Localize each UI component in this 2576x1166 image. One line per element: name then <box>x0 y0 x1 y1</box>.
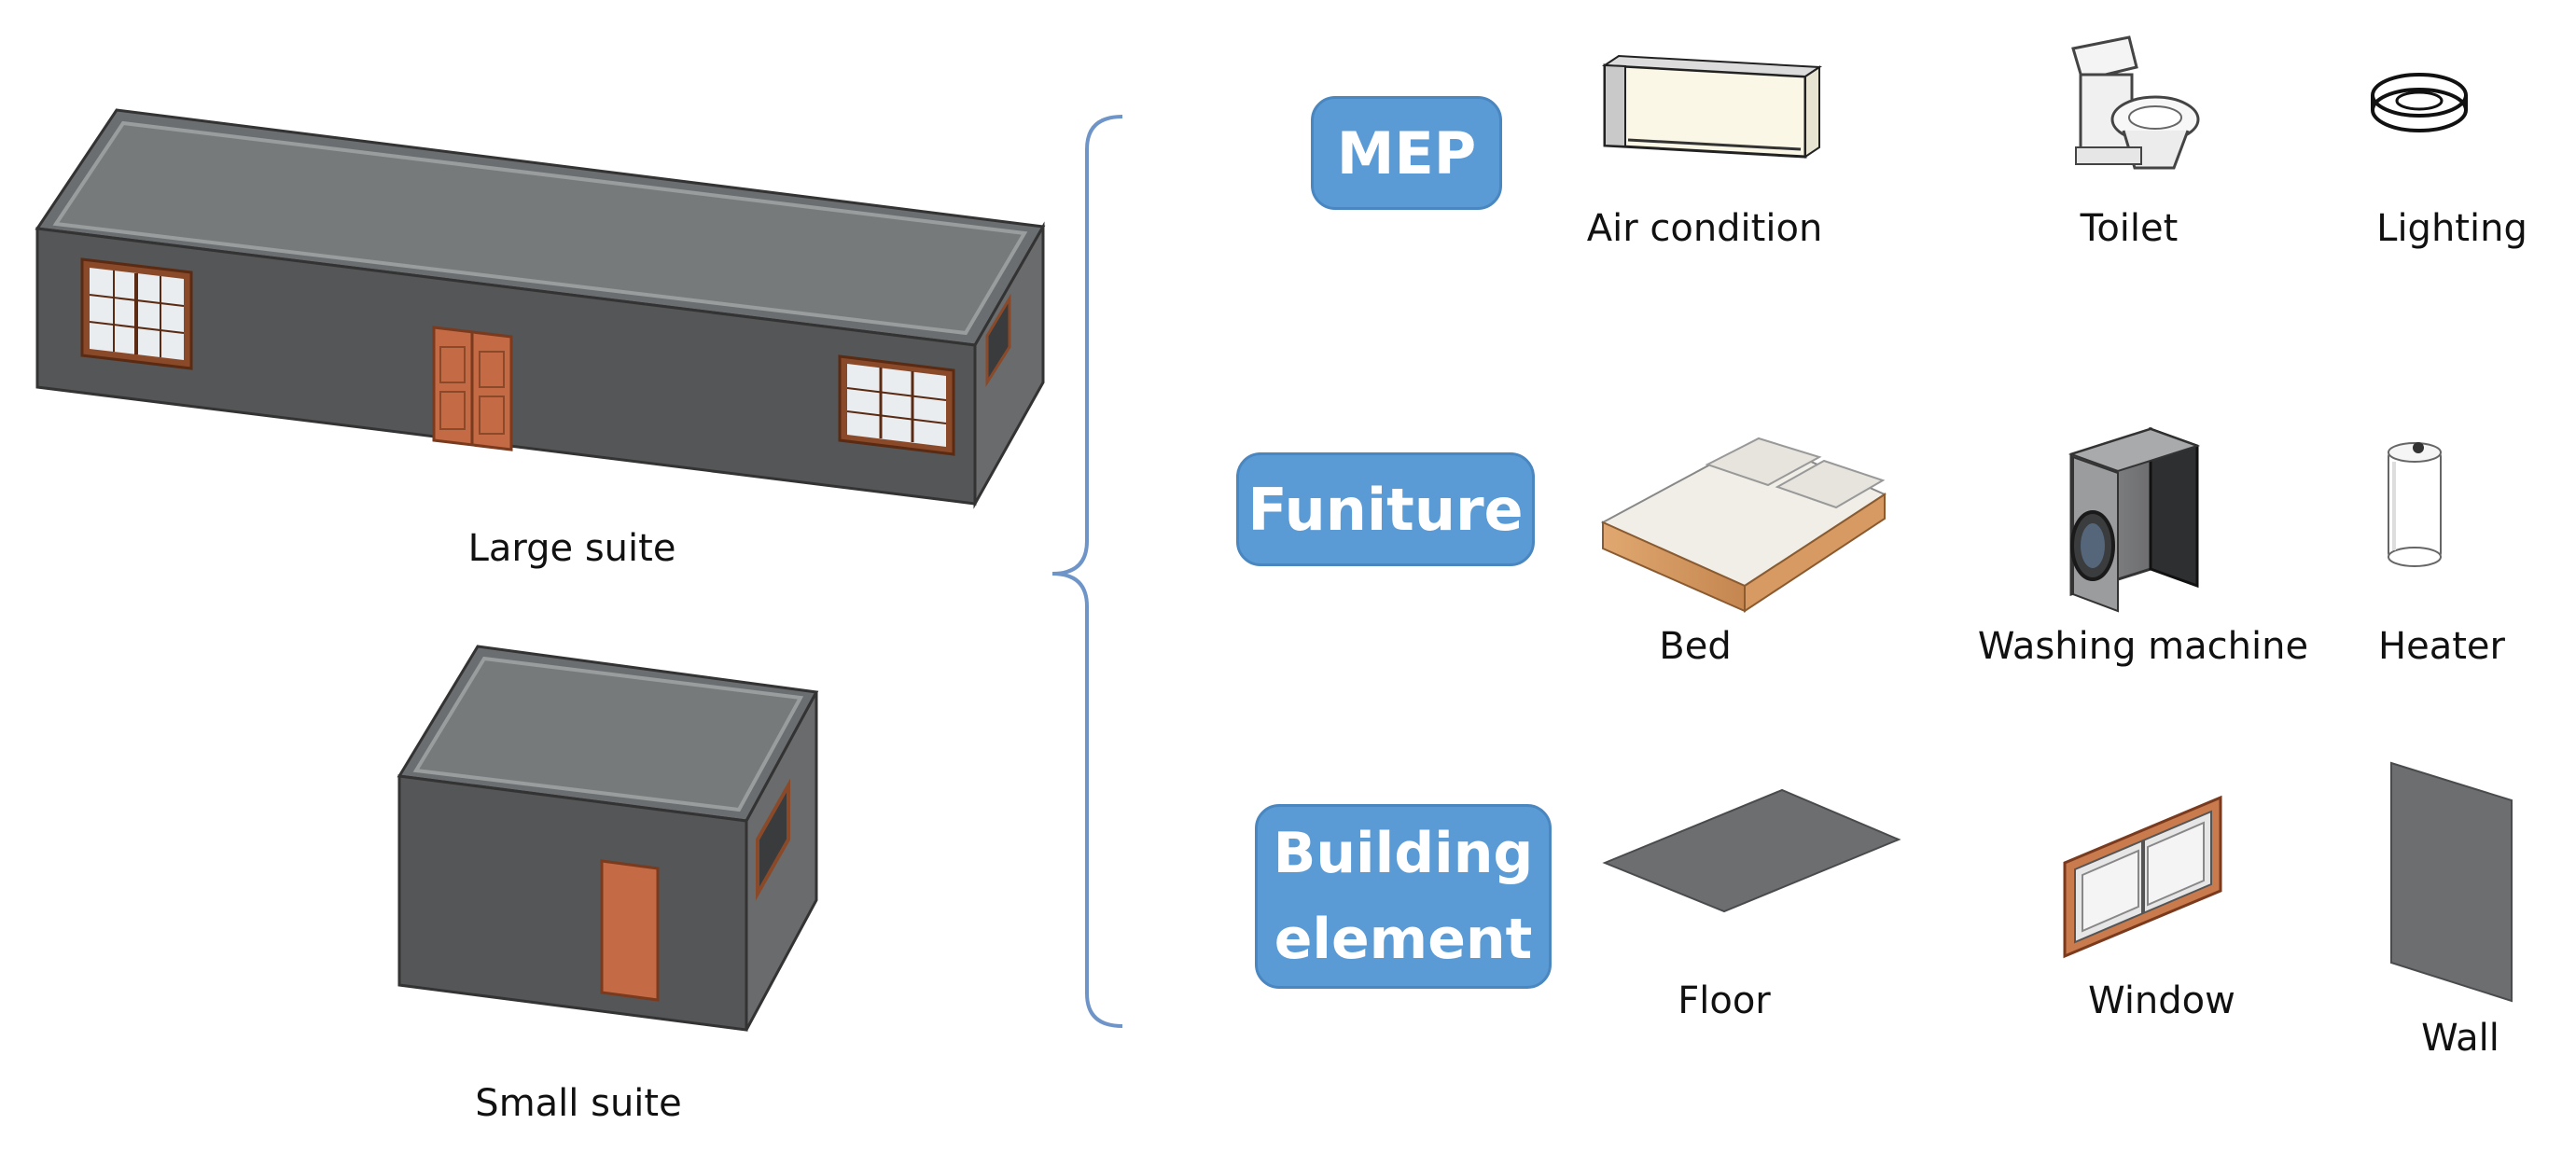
large-suite-door <box>432 326 513 451</box>
washing-machine-icon <box>2068 426 2201 613</box>
item-label-washing-machine: Washing machine <box>1977 625 2309 668</box>
curly-brace <box>1051 115 1123 1028</box>
item-label-lighting: Lighting <box>2376 207 2527 250</box>
category-mep-label: MEP <box>1336 118 1477 187</box>
item-label-floor: Floor <box>1678 979 1771 1022</box>
small-suite-window <box>756 778 790 901</box>
item-label-wall: Wall <box>2421 1017 2499 1060</box>
small-suite-label: Small suite <box>475 1082 682 1125</box>
category-building-element: Building element <box>1255 804 1552 989</box>
large-suite-label: Large suite <box>467 527 676 570</box>
category-furniture-label: Funiture <box>1247 475 1524 544</box>
category-building-label-line2: element <box>1274 907 1533 972</box>
item-label-heater: Heater <box>2378 625 2505 668</box>
item-label-window: Window <box>2088 979 2235 1022</box>
lighting-icon <box>2371 73 2468 132</box>
large-suite-window-right <box>838 354 955 456</box>
item-label-air-condition: Air condition <box>1586 207 1823 250</box>
large-suite-window-left <box>80 257 193 370</box>
floor-icon <box>1602 788 1901 913</box>
category-furniture: Funiture <box>1236 452 1535 566</box>
toilet-icon <box>2071 35 2200 170</box>
item-label-toilet: Toilet <box>2080 207 2179 250</box>
category-building-label-line1: Building <box>1273 821 1534 886</box>
air-conditioner-icon <box>1601 54 1823 159</box>
wall-icon <box>2390 761 2513 1003</box>
small-suite-model <box>397 645 819 1032</box>
bed-icon <box>1600 437 1887 613</box>
item-label-bed: Bed <box>1659 625 1732 668</box>
heater-icon <box>2388 442 2442 567</box>
category-mep: MEP <box>1311 96 1502 210</box>
window-icon <box>2063 795 2222 959</box>
large-suite-model <box>35 108 1046 509</box>
small-suite-door <box>600 859 660 1002</box>
